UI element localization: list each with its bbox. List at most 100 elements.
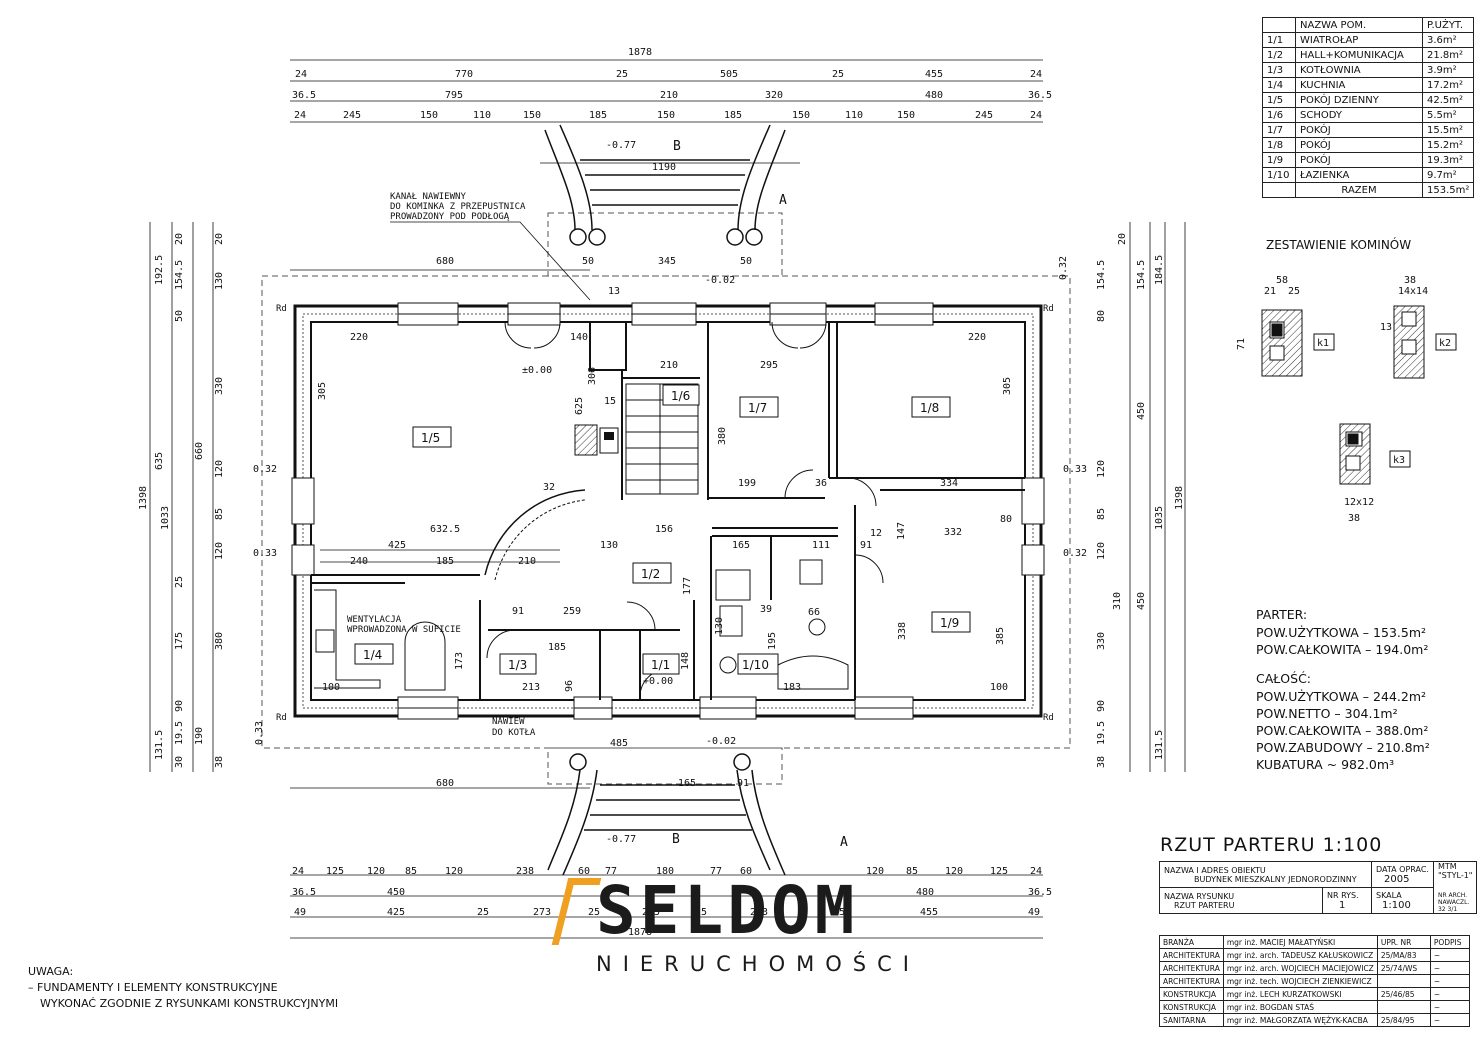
svg-text:120: 120 <box>866 866 884 877</box>
svg-text:20: 20 <box>214 233 225 245</box>
signature: ~ <box>1429 948 1470 962</box>
svg-text:12: 12 <box>870 528 882 539</box>
svg-text:1/9: 1/9 <box>940 616 959 630</box>
staircase <box>625 383 699 495</box>
svg-text:A: A <box>779 193 787 208</box>
svg-text:50: 50 <box>582 256 594 267</box>
svg-text:150: 150 <box>523 110 541 121</box>
svg-text:13: 13 <box>1380 322 1392 333</box>
svg-text:450: 450 <box>387 887 405 898</box>
svg-text:177: 177 <box>682 577 693 595</box>
svg-text:1398: 1398 <box>1174 486 1185 510</box>
calosc-line: POW.UŻYTKOWA – 244.2m² <box>1256 689 1427 704</box>
windows-bottom <box>397 696 914 720</box>
svg-text:85: 85 <box>906 866 918 877</box>
svg-text:480: 480 <box>925 90 943 101</box>
room-1-3: 1/3 <box>499 653 537 675</box>
svg-text:36.5: 36.5 <box>1028 887 1052 898</box>
svg-text:60: 60 <box>578 866 590 877</box>
svg-text:485: 485 <box>610 738 628 749</box>
svg-text:385: 385 <box>995 627 1006 645</box>
dim-bottom-overall: 1878 <box>628 927 652 938</box>
svg-text:-0.77: -0.77 <box>606 834 636 845</box>
chimney-labels: k1 k2 k3 58 21 25 38 14x14 71 12x12 38 1… <box>1236 275 1451 524</box>
svg-text:25: 25 <box>477 907 489 918</box>
calosc-line: POW.NETTO – 304.1m² <box>1256 706 1398 721</box>
room-1-5: 1/5 <box>412 426 452 448</box>
svg-text:425: 425 <box>387 907 405 918</box>
dimension-text: 1878 24 770 25 505 25 455 24 36.5 795 21… <box>138 47 1185 938</box>
svg-text:1/8: 1/8 <box>920 401 939 415</box>
logo-roof-icon <box>551 878 602 945</box>
svg-text:180: 180 <box>656 866 674 877</box>
svg-text:199: 199 <box>738 478 756 489</box>
dimension-lines <box>149 59 1186 939</box>
svg-text:91: 91 <box>860 540 872 551</box>
svg-text:680: 680 <box>436 256 454 267</box>
svg-text:19.5: 19.5 <box>1096 721 1107 745</box>
svg-text:320: 320 <box>765 90 783 101</box>
svg-text:148: 148 <box>680 652 691 670</box>
svg-text:25: 25 <box>833 907 845 918</box>
svg-text:90: 90 <box>1096 700 1107 712</box>
svg-text:210: 210 <box>518 556 536 567</box>
svg-text:k3: k3 <box>1393 455 1405 466</box>
parter-line: POW.CAŁKOWITA – 194.0m² <box>1256 642 1429 657</box>
svg-text:1/6: 1/6 <box>671 389 690 403</box>
svg-text:24: 24 <box>1030 110 1042 121</box>
svg-text:KANAŁ NAWIEWNY: KANAŁ NAWIEWNY <box>390 192 466 202</box>
svg-text:154.5: 154.5 <box>174 260 185 290</box>
svg-text:66: 66 <box>808 607 820 618</box>
svg-text:WENTYLACJA: WENTYLACJA <box>347 615 402 625</box>
svg-text:150: 150 <box>420 110 438 121</box>
signature: ~ <box>1429 974 1470 988</box>
svg-text:130: 130 <box>214 272 225 290</box>
svg-text:120: 120 <box>214 460 225 478</box>
svg-text:505: 505 <box>720 69 738 80</box>
room-1-7: 1/7 <box>739 396 779 418</box>
svg-text:DO KOTŁA: DO KOTŁA <box>492 728 536 738</box>
svg-text:DO KOMINKA Z PRZEPUSTNICA: DO KOMINKA Z PRZEPUSTNICA <box>390 202 526 212</box>
bathroom-fixtures <box>715 559 849 690</box>
interior-walls <box>311 322 1025 700</box>
svg-text:77: 77 <box>710 866 722 877</box>
svg-text:Rd: Rd <box>276 713 287 723</box>
windows-top <box>397 302 934 326</box>
svg-text:-0.77: -0.77 <box>606 140 636 151</box>
svg-text:220: 220 <box>968 332 986 343</box>
svg-text:20: 20 <box>174 233 185 245</box>
drawing-title: RZUT PARTERU 1:100 <box>1160 834 1383 856</box>
svg-text:131.5: 131.5 <box>154 730 165 760</box>
svg-text:245: 245 <box>642 907 660 918</box>
parter-line: POW.UŻYTKOWA – 153.5m² <box>1256 625 1427 640</box>
svg-text:111: 111 <box>812 540 830 551</box>
svg-text:680: 680 <box>436 778 454 789</box>
svg-text:130: 130 <box>714 617 725 635</box>
svg-text:25: 25 <box>1288 286 1300 297</box>
svg-text:85: 85 <box>405 866 417 877</box>
entrance-bottom <box>547 753 786 876</box>
svg-text:273: 273 <box>533 907 551 918</box>
svg-text:39: 39 <box>760 604 772 615</box>
svg-text:36.5: 36.5 <box>292 887 316 898</box>
title-block: NAZWA I ADRES OBIEKTU BUDYNEK MIESZKALNY… <box>1159 861 1478 914</box>
svg-text:19.5: 19.5 <box>174 721 185 745</box>
svg-text:24: 24 <box>295 69 307 80</box>
curved-wall <box>484 489 586 576</box>
svg-text:305: 305 <box>317 382 328 400</box>
svg-text:175: 175 <box>174 632 185 650</box>
dim-top-overall: 1878 <box>628 47 652 58</box>
svg-text:49: 49 <box>1028 907 1040 918</box>
svg-text:310: 310 <box>1112 592 1123 610</box>
svg-text:210: 210 <box>660 360 678 371</box>
svg-text:58: 58 <box>1276 275 1288 286</box>
entrance-top <box>544 124 786 246</box>
svg-text:1190: 1190 <box>652 162 676 173</box>
room-1-8: 1/8 <box>911 396 951 418</box>
svg-text:0.32: 0.32 <box>1063 548 1087 559</box>
